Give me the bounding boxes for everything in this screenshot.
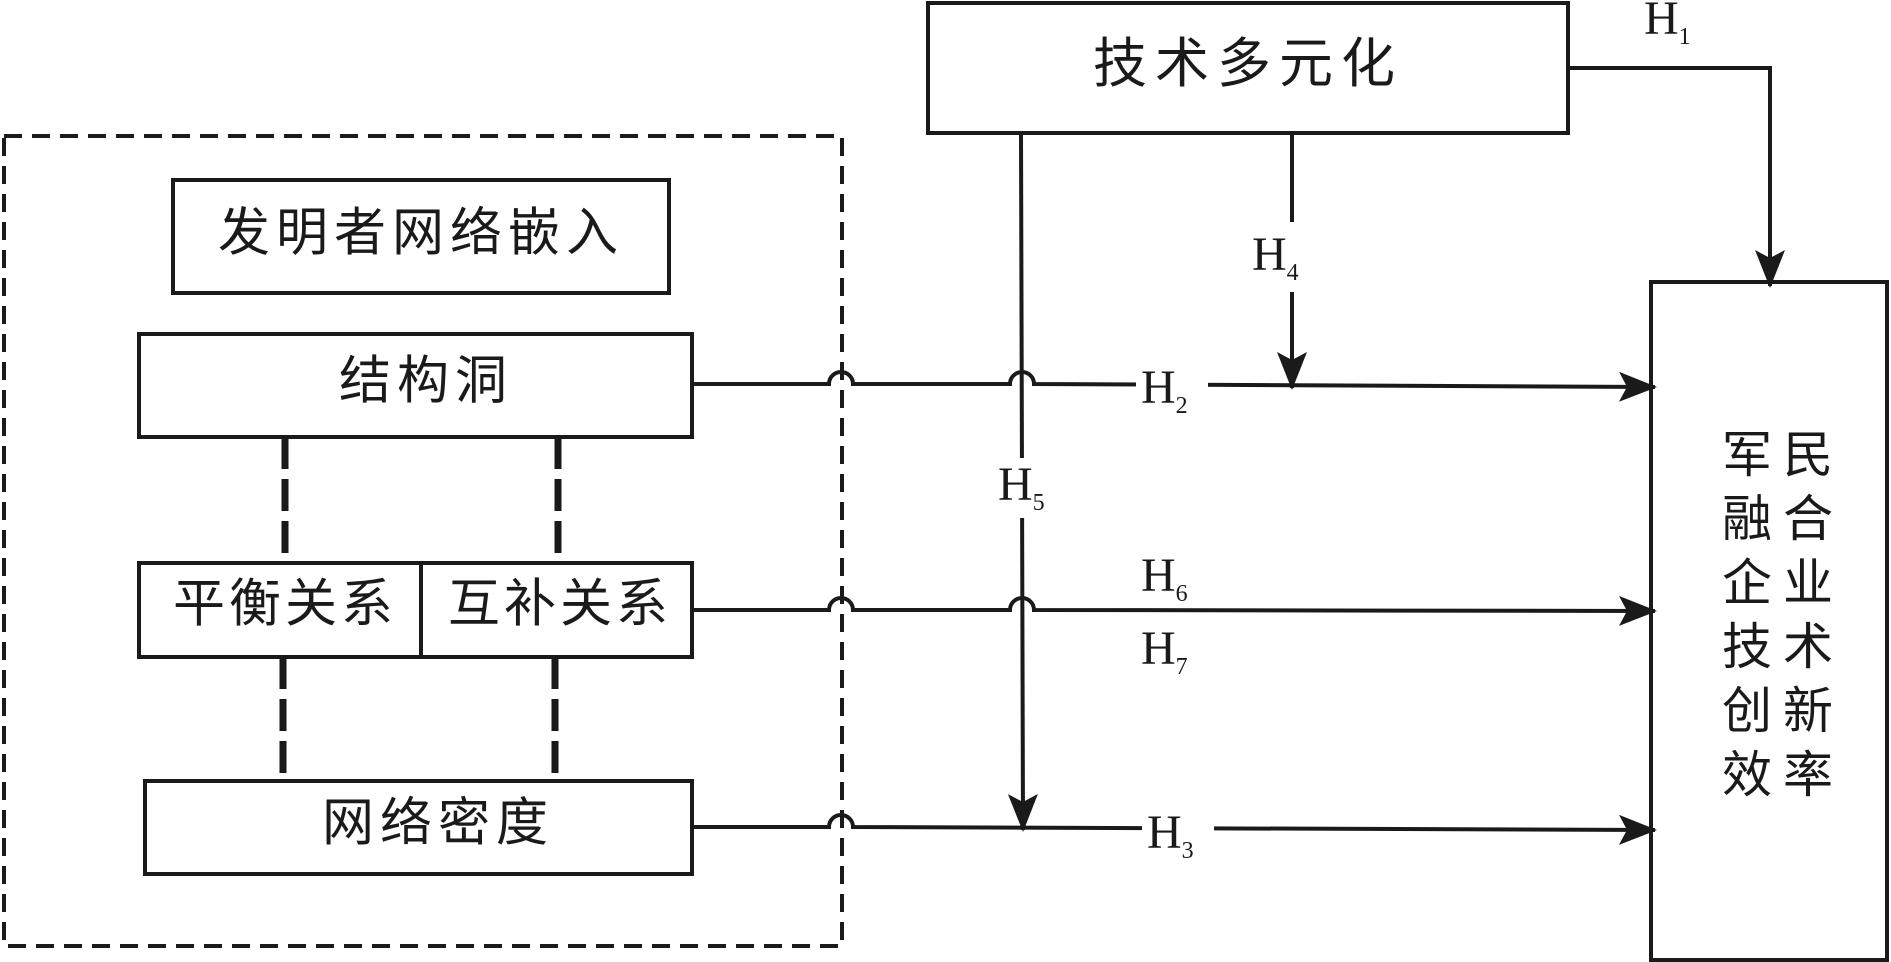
- svg-text:H2: H2: [1141, 361, 1188, 419]
- connectors: [692, 66, 1785, 845]
- h5-label: H5: [996, 458, 1072, 518]
- svg-text:H1: H1: [1644, 0, 1691, 50]
- structural-holes-node: 结构洞: [137, 332, 694, 439]
- svg-text:H6: H6: [1141, 549, 1188, 607]
- innovation-efficiency-node: 民 合 业 术 新 率 军 融 企 技 创 效: [1649, 280, 1889, 962]
- h2-arrow: [692, 370, 1657, 402]
- efficiency-char: 创: [1722, 682, 1772, 740]
- balance-relation-label: 平衡关系: [173, 575, 397, 635]
- svg-text:H7: H7: [1141, 622, 1188, 680]
- efficiency-char: 民: [1783, 426, 1833, 484]
- h1-label: H1: [1644, 0, 1691, 50]
- efficiency-char: 合: [1783, 490, 1833, 548]
- complement-relation-label: 互补关系: [448, 575, 672, 635]
- relation-node: 平衡关系 互补关系: [137, 561, 694, 659]
- svg-text:H3: H3: [1147, 806, 1194, 864]
- svg-text:H4: H4: [1252, 228, 1299, 286]
- efficiency-char: 技: [1722, 618, 1772, 676]
- efficiency-char: 军: [1722, 426, 1772, 484]
- h3-arrow: [692, 813, 1657, 845]
- network-density-node: 网络密度: [143, 779, 694, 876]
- network-density-label: 网络密度: [322, 794, 554, 854]
- efficiency-char: 率: [1783, 746, 1833, 804]
- structural-holes-label: 结构洞: [339, 352, 513, 412]
- tech-diversification-node: 技术多元化: [926, 1, 1570, 135]
- inner-dashed-connectors: [279, 437, 562, 781]
- h2-label: H2: [1136, 358, 1208, 419]
- efficiency-char: 术: [1783, 618, 1833, 676]
- efficiency-char: 融: [1722, 490, 1772, 548]
- inventor-network-label: 发明者网络嵌入: [218, 204, 624, 264]
- inventor-network-group-border: [2, 134, 844, 948]
- h3-label: H3: [1142, 803, 1214, 864]
- efficiency-char: 新: [1783, 682, 1833, 740]
- h6-label: H6: [1141, 549, 1188, 607]
- h4-label: H4: [1250, 222, 1330, 292]
- tech-diversification-label: 技术多元化: [1093, 32, 1403, 95]
- inventor-network-node: 发明者网络嵌入: [171, 178, 671, 295]
- efficiency-char: 效: [1722, 746, 1772, 804]
- innovation-efficiency-col-right: 民 合 业 术 新 率: [1783, 426, 1833, 804]
- svg-text:H5: H5: [998, 458, 1045, 516]
- innovation-efficiency-col-left: 军 融 企 技 创 效: [1722, 426, 1772, 804]
- h1-arrow: [1568, 66, 1785, 288]
- efficiency-char: 业: [1783, 554, 1833, 612]
- h6-h7-arrow: [692, 595, 1657, 626]
- h7-label: H7: [1141, 622, 1188, 680]
- efficiency-char: 企: [1722, 554, 1772, 612]
